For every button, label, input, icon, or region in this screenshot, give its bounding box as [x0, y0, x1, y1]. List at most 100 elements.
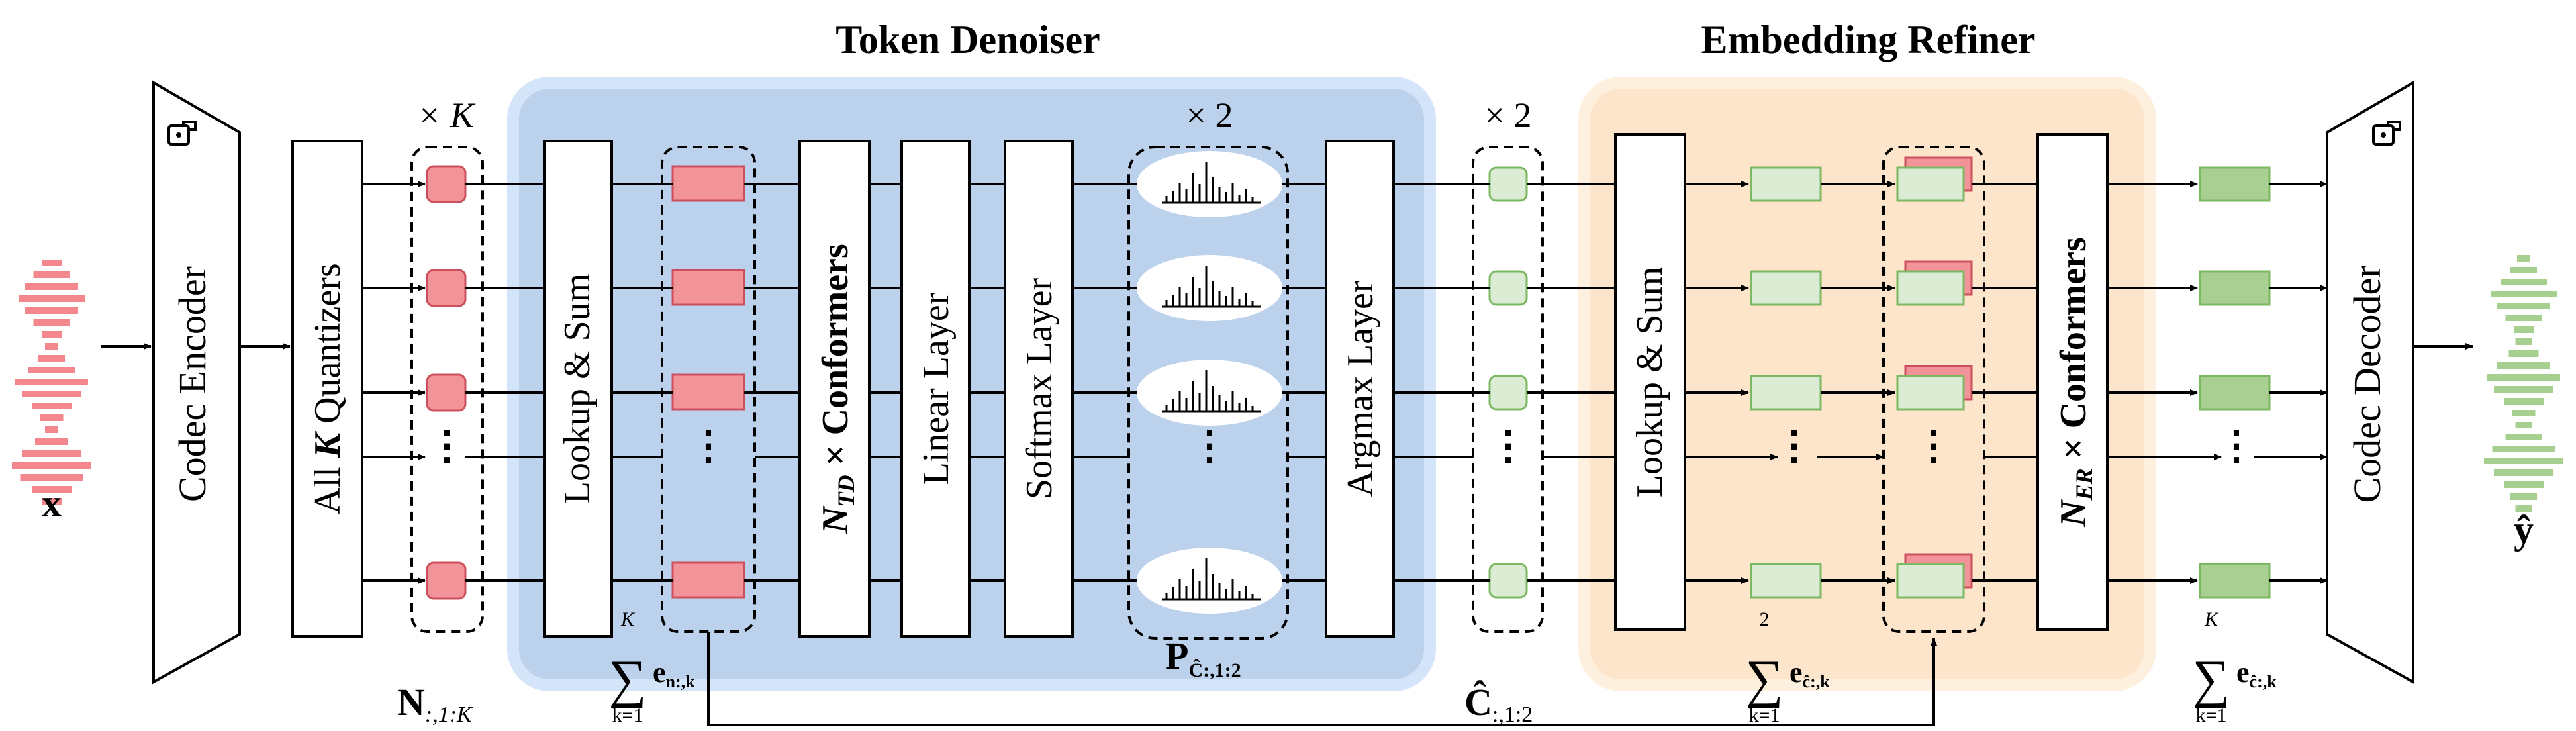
waveform-bar	[2517, 255, 2530, 262]
noisy-token	[426, 561, 467, 600]
sum-3-symbol: ∑	[2192, 650, 2230, 708]
argmax-layer-label: Argmax Layer	[1340, 280, 1381, 497]
clean-token	[1488, 375, 1528, 411]
linear-layer-label: Linear Layer	[916, 292, 957, 485]
input-x-label: x	[42, 481, 62, 525]
clean-embedding	[1750, 270, 1822, 306]
P-label: PĈ:,1:2	[1165, 634, 1241, 681]
refiner-embedding-column	[1750, 166, 1822, 599]
noisy-token-group	[410, 146, 484, 633]
probability-distribution	[1137, 548, 1282, 614]
waveform-bar	[2494, 469, 2553, 476]
waveform-bar	[2505, 315, 2542, 321]
td-conformers-n: N	[815, 505, 856, 534]
waveform-bar	[2492, 446, 2555, 452]
times-2-tokens-label: × 2	[1485, 95, 1532, 135]
td-conformers-block	[798, 140, 871, 638]
noisy-token-column	[426, 165, 467, 600]
noisy-token	[426, 165, 467, 203]
waveform-bar	[2515, 338, 2532, 345]
clean-embedding-stacked	[1896, 563, 1965, 599]
C-hat-label: Ĉ:,1:2	[1464, 681, 1533, 727]
output-y-hat-label: ŷ	[2514, 508, 2534, 552]
skip-connection	[707, 632, 1937, 726]
softmax-layer-block	[1004, 140, 1074, 638]
embedding-ellipsis-1: ⋮	[689, 424, 728, 467]
waveform-bar	[2504, 398, 2544, 405]
combined-embedding-group	[1882, 146, 1985, 633]
sum-1-symbol: ∑	[608, 650, 646, 708]
sum-3-bottom: k=1	[2196, 705, 2227, 726]
waveform-bar	[20, 474, 83, 481]
td-conformers-sub: TD	[833, 475, 859, 507]
waveform-bar	[25, 307, 78, 314]
sum-3-top: K	[2204, 609, 2219, 630]
noisy-token-ellipsis: ⋮	[427, 424, 467, 467]
clean-token-ellipsis: ⋮	[1488, 424, 1528, 467]
times-k-label: × K	[417, 95, 476, 135]
waveform-bar	[22, 391, 81, 397]
clean-token	[1488, 563, 1528, 599]
waveform-bar	[25, 283, 78, 290]
P-symbol: P	[1165, 634, 1188, 677]
argmax-layer-block	[1325, 140, 1395, 638]
refiner-embedding-ellipsis: ⋮	[1774, 424, 1814, 467]
waveform-bar	[33, 319, 70, 326]
probability-column	[1137, 151, 1282, 614]
softmax-layer-label: Softmax Layer	[1019, 277, 1060, 499]
waveform-bar	[2491, 291, 2557, 297]
refined-embedding	[2199, 270, 2271, 306]
waveform-bar	[2504, 481, 2544, 488]
waveform-bar	[42, 331, 62, 338]
clean-embedding	[1750, 166, 1822, 202]
lookup-sum-label-1: Lookup & Sum	[557, 273, 598, 504]
waveform-bar	[2515, 422, 2532, 428]
clean-embedding	[1750, 563, 1822, 599]
noisy-embedding	[671, 373, 745, 411]
connection-lines	[362, 181, 2328, 584]
waveform-bar	[40, 414, 64, 421]
waveform-bar	[2487, 374, 2560, 381]
embedding-group-1	[661, 146, 756, 633]
lock-icon	[167, 121, 197, 146]
refined-embedding	[2199, 563, 2271, 599]
waveform-bar	[2497, 362, 2550, 369]
er-conformers-block	[2036, 133, 2109, 631]
lock-icon	[2372, 121, 2401, 146]
clean-token	[1488, 270, 1528, 306]
waveform-bar	[12, 462, 91, 469]
sum-2-bottom: k=1	[1749, 705, 1780, 726]
er-conformers-rest: × Conformers	[2053, 237, 2094, 468]
embedding-refiner-panel	[1578, 77, 2156, 691]
waveform-bar	[32, 403, 72, 409]
output-embedding-column	[2199, 166, 2271, 599]
sum-1-term: en:,k	[653, 656, 695, 691]
waveform-bar	[2515, 505, 2532, 512]
N-subscript: :,1:K	[425, 703, 473, 727]
N-symbol: N	[397, 681, 425, 724]
waveform-bar	[38, 355, 65, 362]
C-hat-subscript: :,1:2	[1492, 703, 1533, 727]
waveform-bar	[2508, 350, 2539, 357]
embedding-refiner-title: Embedding Refiner	[1701, 18, 2035, 62]
noisy-token	[426, 269, 467, 307]
sum-2-term: eĉ:,k	[1789, 656, 1830, 691]
sum-3-term-subscript: ĉ:,k	[2250, 672, 2277, 691]
sum-2-symbol: ∑	[1745, 650, 1783, 708]
sum-1-term-subscript: n:,k	[666, 672, 696, 691]
codec-decoder-block	[2326, 80, 2414, 685]
waveform-bar	[33, 271, 70, 278]
clean-embedding-stacked	[1896, 166, 1965, 202]
noisy-embedding	[671, 269, 745, 306]
output-waveform	[2484, 255, 2563, 512]
sum-2-term-subscript: ĉ:,k	[1803, 672, 1831, 691]
quantizers-suffix: Quantizers	[307, 263, 348, 433]
clean-token-column	[1488, 166, 1528, 599]
clean-token	[1488, 166, 1528, 202]
probability-ellipsis: ⋮	[1190, 424, 1229, 467]
noisy-token	[426, 373, 467, 412]
sum-3-term: eĉ:,k	[2236, 656, 2277, 691]
waveform-bar	[2510, 493, 2537, 500]
waveform-bar	[35, 438, 68, 445]
clean-embedding	[1750, 375, 1822, 411]
